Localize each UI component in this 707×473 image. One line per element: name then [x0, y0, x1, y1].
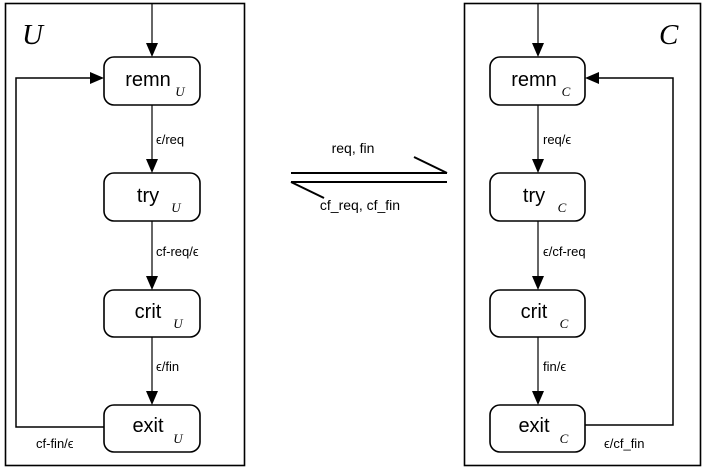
state-try-user[interactable]: try U: [103, 172, 201, 222]
edge-try-to-crit-channel: ϵ/cf-req: [532, 221, 586, 290]
state-name-remn-channel: remn: [511, 69, 557, 91]
edge-crit-to-exit-channel: fin/ϵ: [532, 337, 566, 405]
interconnect-bottom-label: cf_req, cf_fin: [320, 197, 400, 213]
state-subscript-exit-user: U: [173, 431, 184, 446]
interconnect-channel-arrows: req, fin cf_req, cf_fin: [290, 140, 448, 213]
edge-label-try-to-crit-channel: ϵ/cf-req: [543, 244, 586, 259]
state-box-exit-channel[interactable]: [489, 404, 586, 453]
edge-label-exit-to-remn-channel: ϵ/cf_fin: [604, 436, 644, 451]
state-name-try-channel: try: [523, 185, 545, 207]
state-subscript-remn-channel: C: [562, 84, 571, 99]
state-exit-channel[interactable]: exit C: [489, 404, 586, 453]
state-name-exit-channel: exit: [518, 415, 550, 437]
edge-remn-to-try-channel: req/ϵ: [532, 105, 571, 173]
edge-start-to-remn-channel: [532, 4, 544, 57]
state-name-exit-user: exit: [132, 415, 164, 437]
machine-label-user: U: [22, 19, 45, 51]
edge-label-exit-to-remn-user: cf-fin/ϵ: [36, 436, 74, 451]
edge-start-to-remn-user: [146, 4, 158, 57]
state-subscript-try-user: U: [171, 200, 182, 215]
state-exit-user[interactable]: exit U: [103, 404, 201, 453]
state-subscript-try-channel: C: [558, 200, 567, 215]
state-box-exit-user[interactable]: [103, 404, 201, 453]
edge-try-to-crit-user: cf-req/ϵ: [146, 221, 199, 290]
state-subscript-crit-user: U: [173, 316, 184, 331]
edge-label-try-to-crit-user: cf-req/ϵ: [156, 244, 199, 259]
edge-exit-to-remn-channel: ϵ/cf_fin: [585, 72, 674, 451]
state-try-channel[interactable]: try C: [489, 172, 586, 222]
state-subscript-remn-user: U: [175, 84, 186, 99]
edge-exit-to-remn-user: cf-fin/ϵ: [15, 72, 104, 451]
state-name-crit-user: crit: [135, 301, 162, 323]
state-crit-user[interactable]: crit U: [103, 289, 201, 338]
state-remn-channel[interactable]: remn C: [489, 56, 586, 106]
state-remn-user[interactable]: remn U: [103, 56, 201, 106]
machine-label-channel: C: [659, 19, 679, 51]
state-name-remn-user: remn: [125, 69, 171, 91]
edge-label-remn-to-try-channel: req/ϵ: [543, 132, 571, 147]
edge-label-crit-to-exit-user: ϵ/fin: [156, 359, 179, 374]
edge-crit-to-exit-user: ϵ/fin: [146, 337, 179, 405]
state-subscript-crit-channel: C: [560, 316, 569, 331]
edge-label-remn-to-try-user: ϵ/req: [156, 132, 184, 147]
state-crit-channel[interactable]: crit C: [489, 289, 586, 338]
interconnect-top-label: req, fin: [332, 140, 375, 156]
state-name-try-user: try: [137, 185, 159, 207]
state-subscript-exit-channel: C: [560, 431, 569, 446]
state-name-crit-channel: crit: [521, 301, 548, 323]
edge-label-crit-to-exit-channel: fin/ϵ: [543, 359, 566, 374]
edge-remn-to-try-user: ϵ/req: [146, 105, 184, 173]
